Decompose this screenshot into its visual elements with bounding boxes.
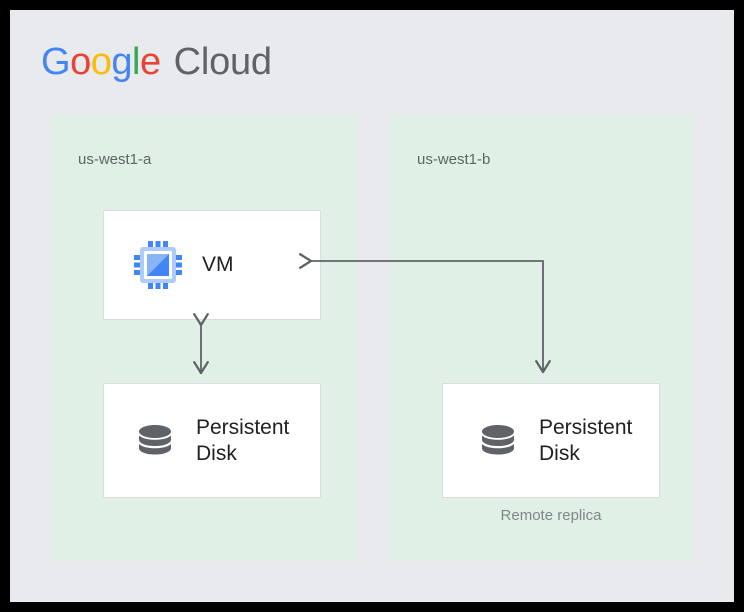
persistent-disk-card-a-label: Persistent Disk (196, 415, 290, 465)
persistent-disk-icon (475, 418, 521, 464)
google-cloud-logo: Google Cloud (41, 38, 272, 86)
google-wordmark: Google (41, 43, 161, 81)
persistent-disk-card-b[interactable]: Persistent Disk (442, 383, 660, 498)
diagram-canvas: Google Cloud us-west1-a (10, 10, 734, 602)
zone-panel-us-west1-b: us-west1-b Persistent Disk Remote replic… (390, 115, 693, 561)
vm-card-label: VM (202, 253, 234, 277)
zone-label-us-west1-b: us-west1-b (417, 151, 491, 168)
persistent-disk-icon (132, 418, 178, 464)
persistent-disk-card-a[interactable]: Persistent Disk (103, 383, 321, 498)
zone-panel-us-west1-a: us-west1-a (51, 115, 357, 561)
zone-label-us-west1-a: us-west1-a (78, 151, 152, 168)
persistent-disk-card-b-label: Persistent Disk (539, 415, 633, 465)
logo-letter-o-red: o (70, 41, 91, 83)
logo-letter-l-green: l (131, 41, 140, 83)
cloud-wordmark: Cloud (173, 41, 272, 83)
logo-letter-o-yellow: o (90, 41, 112, 83)
remote-replica-caption: Remote replica (500, 507, 602, 524)
logo-letter-g-blue: G (41, 41, 71, 83)
logo-letter-e-red: e (139, 41, 161, 83)
compute-engine-chip-icon (132, 239, 184, 291)
logo-letter-g-blue2: g (111, 41, 132, 83)
vm-card[interactable]: VM (103, 210, 321, 320)
